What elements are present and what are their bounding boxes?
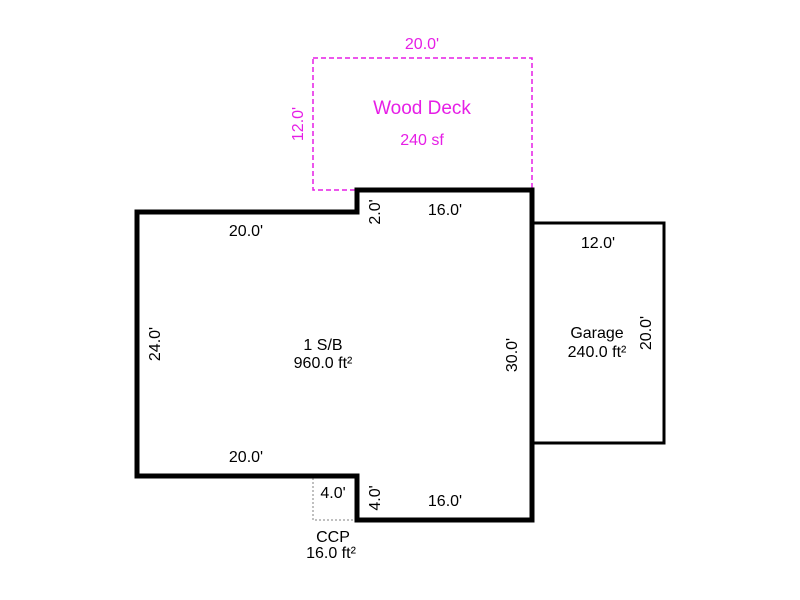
main-structure: 20.0' 2.0' 16.0' 24.0' 30.0' 20.0' 4.0' … [134, 187, 535, 523]
ccp-name-label: CCP [316, 529, 350, 546]
main-top-left-dimension: 20.0' [229, 223, 263, 240]
garage-top-dimension: 12.0' [581, 235, 615, 252]
main-left-dimension: 24.0' [147, 327, 164, 361]
main-right-dimension: 30.0' [504, 338, 521, 372]
garage-outline [532, 221, 666, 445]
main-notch-bottom-dimension: 4.0' [367, 485, 384, 510]
ccp-area: 4.0' CCP 16.0 ft² [306, 478, 357, 562]
main-bottom-left-dimension: 20.0' [229, 449, 263, 466]
main-notch-top-dimension: 2.0' [367, 199, 384, 224]
garage-name-label: Garage [570, 325, 623, 342]
main-name-label: 1 S/B [303, 337, 342, 354]
deck-area-label: 240 sf [400, 132, 444, 149]
wood-deck: 20.0' 12.0' Wood Deck 240 sf [290, 36, 533, 191]
garage: 12.0' 20.0' Garage 240.0 ft² [532, 221, 666, 445]
main-top-right-dimension: 16.0' [428, 202, 462, 219]
deck-top-dimension: 20.0' [405, 36, 439, 53]
main-area-label: 960.0 ft² [294, 355, 353, 372]
ccp-area-label: 16.0 ft² [306, 545, 356, 562]
ccp-outline [312, 478, 355, 521]
main-bottom-right-dimension: 16.0' [428, 493, 462, 510]
ccp-top-dimension: 4.0' [320, 485, 345, 502]
garage-right-dimension: 20.0' [638, 316, 655, 350]
wood-deck-outline [312, 57, 533, 191]
deck-name-label: Wood Deck [373, 98, 471, 119]
garage-area-label: 240.0 ft² [568, 344, 627, 361]
main-structure-outline [134, 187, 535, 523]
deck-left-dimension: 12.0' [290, 107, 307, 141]
